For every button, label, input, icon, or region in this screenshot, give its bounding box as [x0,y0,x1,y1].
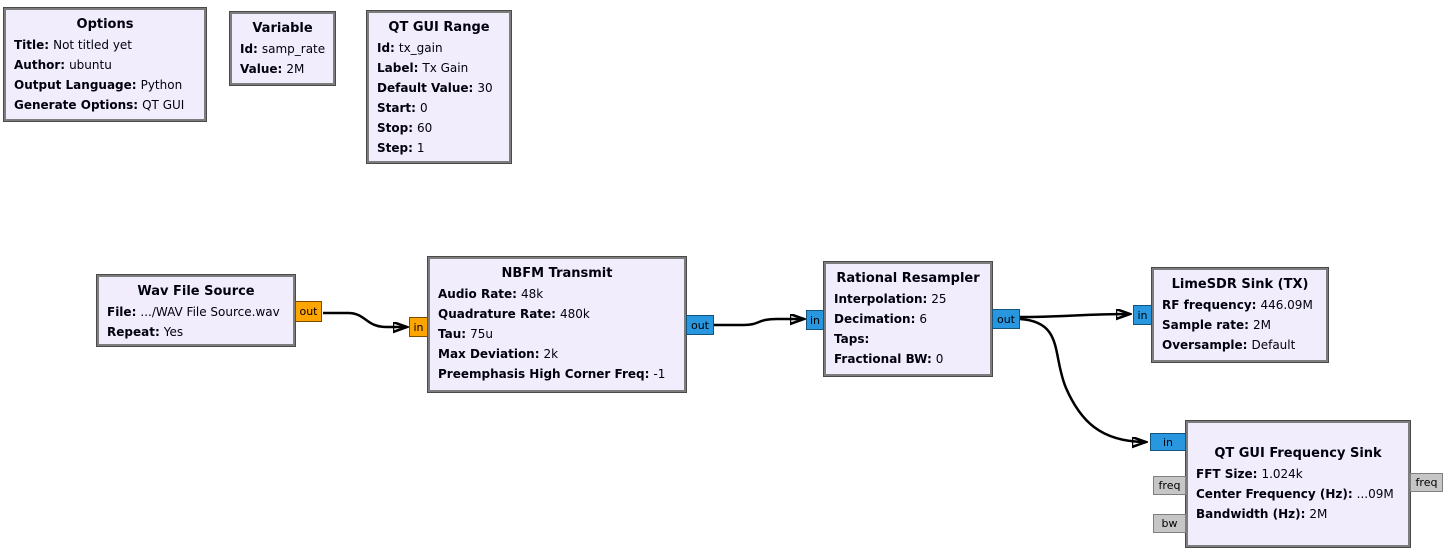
param-max-deviation: Max Deviation:2k [438,347,559,361]
param-stop: Stop:60 [377,121,433,135]
param-file: File:.../WAV File Source.wav [107,305,280,319]
param-taps: Taps: [834,332,870,346]
block-qt-gui-range-title: QT GUI Range [388,20,490,35]
param-oversample: Oversample:Default [1162,338,1296,352]
param-value: Value:2M [240,62,305,76]
wire-resampler-to-freqsink[interactable] [1019,317,1146,442]
param-label: Label:Tx Gain [377,61,469,75]
param-default-value: Default Value:30 [377,81,493,95]
param-fft-size: FFT Size:1.024k [1196,467,1303,481]
block-qt-gui-frequency-sink-title: QT GUI Frequency Sink [1214,446,1382,461]
port-out-wav-file-source[interactable]: out [295,301,322,322]
block-options[interactable]: Options Title:Not titled yet Author:ubun… [3,7,207,122]
port-in-qt-gui-frequency-sink[interactable]: in [1150,433,1186,451]
block-wav-file-source[interactable]: Wav File Source File:.../WAV File Source… [96,274,296,347]
block-variable[interactable]: Variable Id:samp_rate Value:2M [229,11,336,86]
param-interpolation: Interpolation:25 [834,292,947,306]
param-step: Step:1 [377,141,425,155]
wire-nbfm-to-resampler[interactable] [714,319,804,327]
param-preemphasis-high-corner-freq: Preemphasis High Corner Freq:-1 [438,367,666,381]
param-title: Title:Not titled yet [14,38,133,52]
port-out-nbfm-transmit[interactable]: out [686,315,714,335]
block-rational-resampler[interactable]: Rational Resampler Interpolation:25 Deci… [823,261,993,377]
param-author: Author:ubuntu [14,58,112,72]
param-tau: Tau:75u [438,327,493,341]
param-audio-rate: Audio Rate:48k [438,287,544,301]
param-id: Id:samp_rate [240,42,326,56]
param-repeat: Repeat:Yes [107,325,184,339]
param-start: Start:0 [377,101,428,115]
block-rational-resampler-title: Rational Resampler [836,271,980,286]
port-in-rational-resampler[interactable]: in [806,310,824,330]
block-nbfm-transmit[interactable]: NBFM Transmit Audio Rate:48k Quadrature … [427,256,687,393]
block-qt-gui-range[interactable]: QT GUI Range Id:tx_gain Label:Tx Gain De… [366,10,512,164]
param-decimation: Decimation:6 [834,312,928,326]
param-sample-rate: Sample rate:2M [1162,318,1271,332]
param-fractional-bw: Fractional BW:0 [834,352,944,366]
port-in-limesdr-sink[interactable]: in [1133,305,1152,325]
port-freq-left-qt-gui-frequency-sink[interactable]: freq [1153,476,1186,495]
block-limesdr-sink-title: LimeSDR Sink (TX) [1171,277,1309,292]
param-rf-frequency: RF frequency:446.09M [1162,298,1313,312]
port-out-rational-resampler[interactable]: out [992,309,1020,329]
wire-wav-to-nbfm[interactable] [323,311,407,327]
param-output-language: Output Language:Python [14,78,183,92]
param-quadrature-rate: Quadrature Rate:480k [438,307,590,321]
param-center-frequency: Center Frequency (Hz):...09M [1196,487,1394,501]
block-wav-file-source-title: Wav File Source [137,284,255,299]
port-bw-qt-gui-frequency-sink[interactable]: bw [1153,514,1186,533]
block-options-title: Options [76,17,134,32]
block-limesdr-sink[interactable]: LimeSDR Sink (TX) RF frequency:446.09M S… [1151,267,1329,363]
param-generate-options: Generate Options:QT GUI [14,98,185,112]
block-variable-title: Variable [252,21,313,36]
wire-resampler-to-limesdr[interactable] [1019,314,1130,317]
port-freq-right-qt-gui-frequency-sink[interactable]: freq [1410,473,1443,492]
param-bandwidth: Bandwidth (Hz):2M [1196,507,1328,521]
param-id: Id:tx_gain [377,41,443,55]
block-qt-gui-frequency-sink[interactable]: QT GUI Frequency Sink FFT Size:1.024k Ce… [1185,420,1411,548]
port-in-nbfm-transmit[interactable]: in [409,317,428,337]
block-nbfm-transmit-title: NBFM Transmit [501,266,613,281]
